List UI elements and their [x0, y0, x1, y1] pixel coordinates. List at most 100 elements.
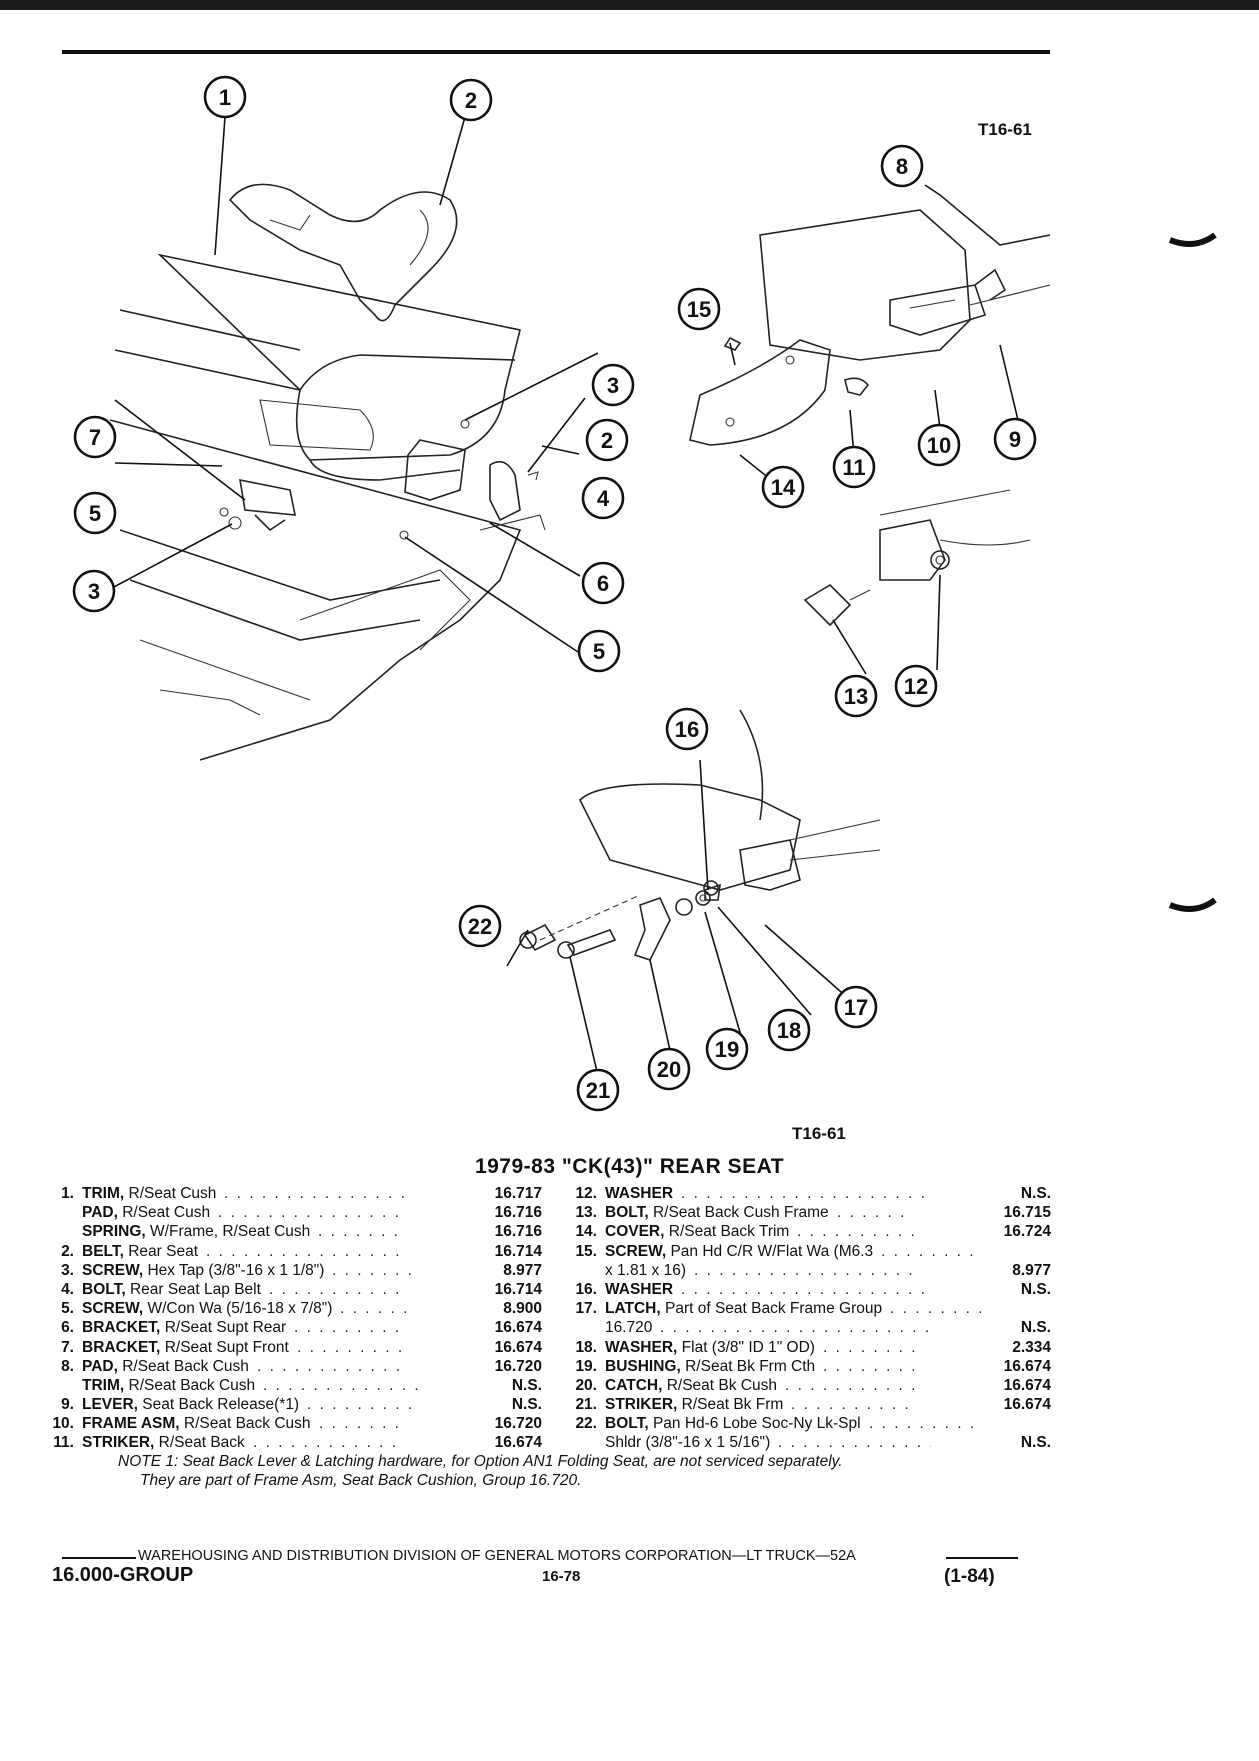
part-row: 9.LEVER, Seat Back Release(*1)N.S.. . . … — [32, 1395, 542, 1414]
dot-leader: . . . . . . . . . . . . . . . . . . . . … — [263, 1376, 422, 1394]
part-detail: R/Seat Back — [158, 1434, 245, 1452]
part-name: WASHER — [605, 1280, 674, 1298]
svg-text:3: 3 — [607, 373, 619, 398]
svg-text:13: 13 — [844, 684, 868, 709]
callout-21: 21 — [576, 1068, 620, 1112]
part-group-number: 16.674 — [1003, 1396, 1051, 1414]
dot-leader: . . . . . . . . . . . . . . . . . . . . … — [307, 1396, 422, 1414]
dot-leader: . . . . . . . . . . . . . . . . . . . . … — [778, 1434, 931, 1452]
svg-text:9: 9 — [1009, 427, 1021, 452]
footnote: NOTE 1: Seat Back Lever & Latching hardw… — [118, 1452, 1018, 1490]
footer-rule-left — [62, 1557, 136, 1559]
part-name: BELT, — [82, 1242, 124, 1260]
part-detail: Pan Hd-6 Lobe Soc-Ny Lk-Spl — [652, 1415, 861, 1433]
part-detail: R/Seat Supt Rear — [164, 1319, 287, 1337]
svg-text:19: 19 — [715, 1037, 739, 1062]
dot-leader: . . . . . . . . . . . . . . . . . . . . … — [869, 1415, 981, 1433]
part-row: 5.SCREW, W/Con Wa (5/16-18 x 7/8")8.900.… — [32, 1299, 542, 1318]
part-detail: Part of Seat Back Frame Group — [665, 1300, 883, 1318]
callout-7: 7 — [73, 415, 117, 459]
part-name: BOLT, — [605, 1204, 649, 1222]
part-description: BUSHING, R/Seat Bk Frm Cth — [605, 1357, 815, 1376]
callout-12: 12 — [894, 664, 938, 708]
part-detail: R/Seat Back Cush — [183, 1415, 311, 1433]
exploded-view-figure: 1 2 3 2 4 7 5 3 6 5 8 15 10 9 11 14 13 1… — [0, 60, 1259, 1582]
callout-20: 20 — [647, 1047, 691, 1091]
part-detail: Rear Seat — [128, 1242, 199, 1260]
dot-leader: . . . . . . . . . . . . . . . . . . . . … — [253, 1434, 405, 1452]
latch-hardware-art — [519, 890, 711, 961]
leader-lines — [111, 116, 1024, 1081]
part-number: 18. — [575, 1338, 597, 1356]
part-group-number: 8.977 — [1012, 1261, 1051, 1279]
part-row: 12.WASHER N.S.. . . . . . . . . . . . . … — [555, 1184, 1051, 1203]
svg-text:11: 11 — [842, 455, 865, 480]
dot-leader: . . . . . . . . . . . . . . . . . . . . … — [269, 1280, 405, 1298]
part-name: SCREW, — [82, 1300, 144, 1318]
part-description: LATCH, Part of Seat Back Frame Group — [605, 1299, 882, 1318]
part-number: 6. — [61, 1319, 74, 1337]
parts-list-right: 12.WASHER N.S.. . . . . . . . . . . . . … — [555, 1184, 1051, 1453]
callout-19: 19 — [705, 1027, 749, 1071]
callout-3b: 3 — [72, 569, 116, 613]
striker-bolt-art — [803, 489, 1031, 627]
part-description: STRIKER, R/Seat Bk Frm — [605, 1395, 783, 1414]
part-name: STRIKER, — [605, 1396, 678, 1414]
part-detail: R/Seat Back Cush Frame — [652, 1204, 829, 1222]
footer-group: 16.000-GROUP — [52, 1564, 194, 1586]
part-name: LEVER, — [82, 1396, 138, 1414]
part-description: BELT, Rear Seat — [82, 1242, 198, 1261]
dot-leader: . . . . . . . . . . . . . . . . . . . . … — [206, 1242, 405, 1260]
part-detail: W/Con Wa (5/16-18 x 7/8") — [147, 1300, 333, 1318]
part-group-number: N.S. — [511, 1396, 542, 1414]
callout-5b: 5 — [577, 629, 621, 673]
dot-leader: . . . . . . . . . . . . . . . . . . . . … — [319, 1415, 405, 1433]
part-detail: R/Seat Back Trim — [668, 1223, 790, 1241]
svg-text:17: 17 — [844, 995, 868, 1020]
part-description: SCREW, Pan Hd C/R W/Flat Wa (M6.3 — [605, 1242, 873, 1261]
part-number: 1. — [61, 1185, 74, 1202]
part-description: PAD, R/Seat Back Cush — [82, 1357, 249, 1376]
figure-label-bottom: T16-61 — [792, 1124, 846, 1143]
floor-pan-art — [109, 419, 546, 761]
part-detail: R/Seat Supt Front — [164, 1338, 289, 1356]
part-description: 16.720 — [605, 1318, 652, 1337]
part-detail: 16.720 — [605, 1319, 653, 1337]
part-number: 15. — [575, 1242, 597, 1260]
svg-text:20: 20 — [657, 1057, 681, 1082]
part-group-number: 16.715 — [1003, 1204, 1051, 1222]
callout-13: 13 — [834, 674, 878, 718]
svg-text:18: 18 — [777, 1018, 801, 1043]
callout-18: 18 — [767, 1008, 811, 1052]
part-group-number: 16.714 — [494, 1280, 542, 1298]
dot-leader: . . . . . . . . . . . . . . . . . . . . … — [681, 1185, 931, 1202]
svg-text:4: 4 — [597, 486, 610, 511]
part-name: WASHER — [605, 1185, 674, 1202]
header-rule — [62, 50, 1050, 54]
part-detail: R/Seat Bk Cush — [666, 1376, 777, 1394]
dot-leader: . . . . . . . . . . . . . . . . . . . . … — [797, 1223, 914, 1241]
part-name: LATCH, — [605, 1300, 661, 1318]
footer-page-number: 16-78 — [542, 1568, 581, 1585]
footnote-line-2: They are part of Frame Asm, Seat Back Cu… — [140, 1472, 582, 1489]
part-number: 21. — [575, 1396, 597, 1414]
dot-leader: . . . . . . . . . . . . . . . . . . . . … — [294, 1319, 405, 1337]
part-name: PAD, — [82, 1357, 118, 1375]
section-title: 1979-83 "CK(43)" REAR SEAT — [474, 1155, 785, 1178]
dot-leader: . . . . . . . . . . . . . . . . . . . . … — [297, 1338, 405, 1356]
part-name: BOLT, — [82, 1280, 126, 1298]
part-detail: R/Seat Back Cush — [128, 1376, 256, 1394]
part-description: x 1.81 x 16) — [605, 1261, 686, 1280]
svg-text:6: 6 — [597, 571, 609, 596]
part-name: TRIM, — [82, 1185, 125, 1202]
part-group-number: 2.334 — [1012, 1338, 1051, 1356]
part-detail: Hex Tap (3/8"-16 x 1 1/8") — [147, 1261, 325, 1279]
